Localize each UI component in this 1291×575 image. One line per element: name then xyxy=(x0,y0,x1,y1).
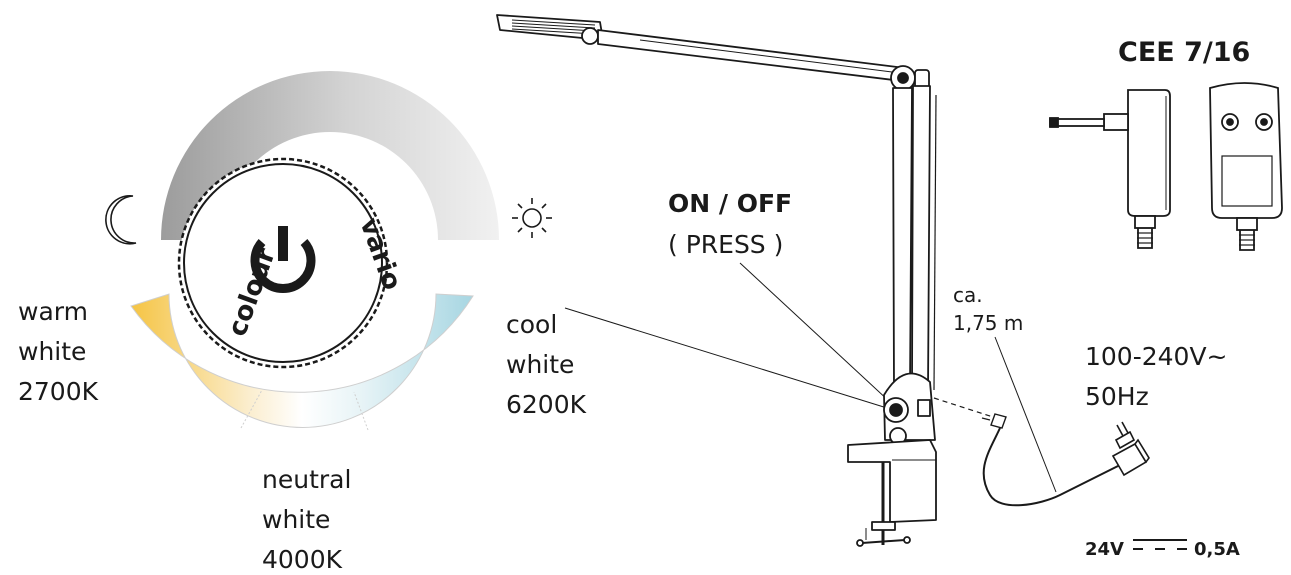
dial-knob[interactable] xyxy=(177,157,389,369)
brightness-arc xyxy=(161,71,499,240)
pointer-cool-to-knob xyxy=(564,307,888,409)
color-temperature-arc xyxy=(130,293,474,428)
plug-standard: CEE 7/16 xyxy=(1118,37,1250,68)
output-voltage: 24V xyxy=(1085,539,1124,560)
cable-length-label: ca. 1,75 m xyxy=(953,283,1023,335)
power-cable xyxy=(982,427,1121,507)
power-input-label: 100-240V~ 50Hz xyxy=(1085,342,1235,411)
arc-divider-cool xyxy=(353,391,369,431)
sun-icon xyxy=(512,198,552,238)
pointer-switch-to-knob xyxy=(739,262,891,403)
desk-lamp xyxy=(496,14,937,547)
plug-side-view xyxy=(1049,89,1171,249)
cable-connection-dashed xyxy=(933,397,997,419)
barrel-plug-icon xyxy=(981,413,1007,429)
dc-symbol-icon xyxy=(1133,539,1187,550)
neutral-label: neutral white 4000K xyxy=(262,465,359,574)
arc-divider-warm xyxy=(240,389,263,429)
pointer-cable-length xyxy=(994,336,1057,493)
warm-label: warm white 2700K xyxy=(18,297,99,406)
output-current: 0,5A xyxy=(1194,539,1240,560)
switch-title: ON / OFF xyxy=(668,189,792,218)
cable-adapter-icon xyxy=(1111,421,1150,477)
power-icon xyxy=(250,226,316,294)
moon-icon xyxy=(105,195,137,245)
switch-subtitle: ( PRESS ) xyxy=(668,230,783,259)
cool-label: cool white 6200K xyxy=(506,310,587,419)
plug-front-view xyxy=(1209,82,1283,251)
